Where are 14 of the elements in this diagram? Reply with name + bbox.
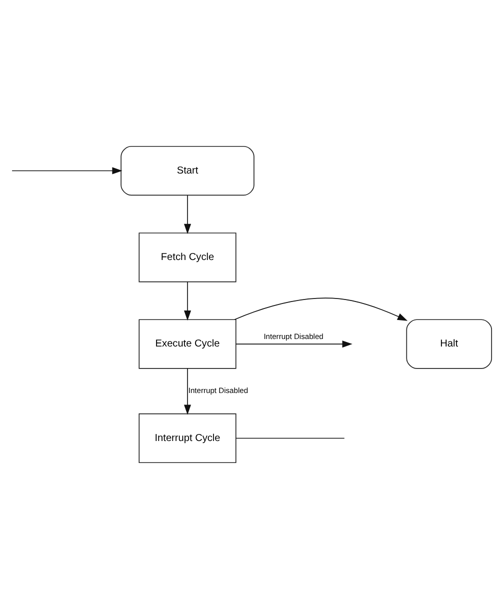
arrow — [184, 280, 192, 320]
edge-label: Interrupt Disabled — [188, 385, 248, 394]
connector — [236, 437, 345, 438]
node-box: Halt — [406, 318, 492, 368]
arrow — [234, 297, 408, 320]
arrow — [12, 166, 122, 174]
node-box: Interrupt Cycle — [138, 412, 236, 463]
node-box: Start — [120, 145, 254, 196]
arrow — [236, 340, 352, 348]
arrow — [184, 368, 192, 414]
edge-label: Interrupt Disabled — [264, 332, 324, 341]
node-box: Fetch Cycle — [138, 232, 236, 282]
node-box: Execute Cycle — [138, 318, 236, 368]
arrow — [184, 194, 192, 234]
